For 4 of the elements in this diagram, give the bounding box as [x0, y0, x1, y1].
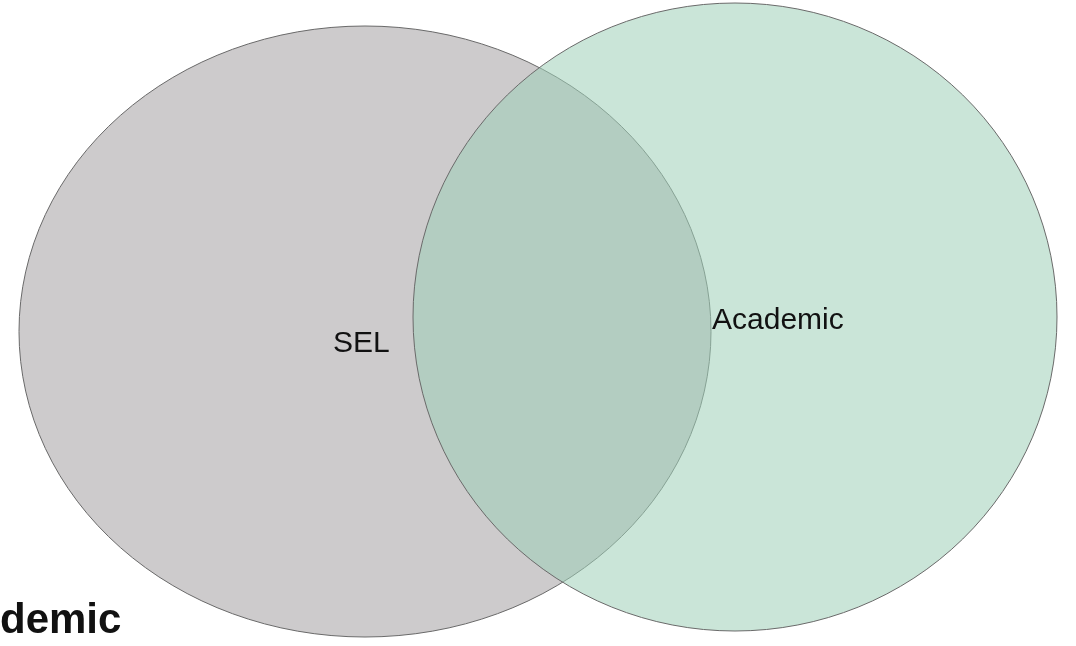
circle-label: Academic — [712, 302, 844, 336]
heading-fragment: demic — [0, 598, 122, 640]
venn-circle — [412, 2, 1058, 632]
circle-label: SEL — [333, 325, 390, 359]
